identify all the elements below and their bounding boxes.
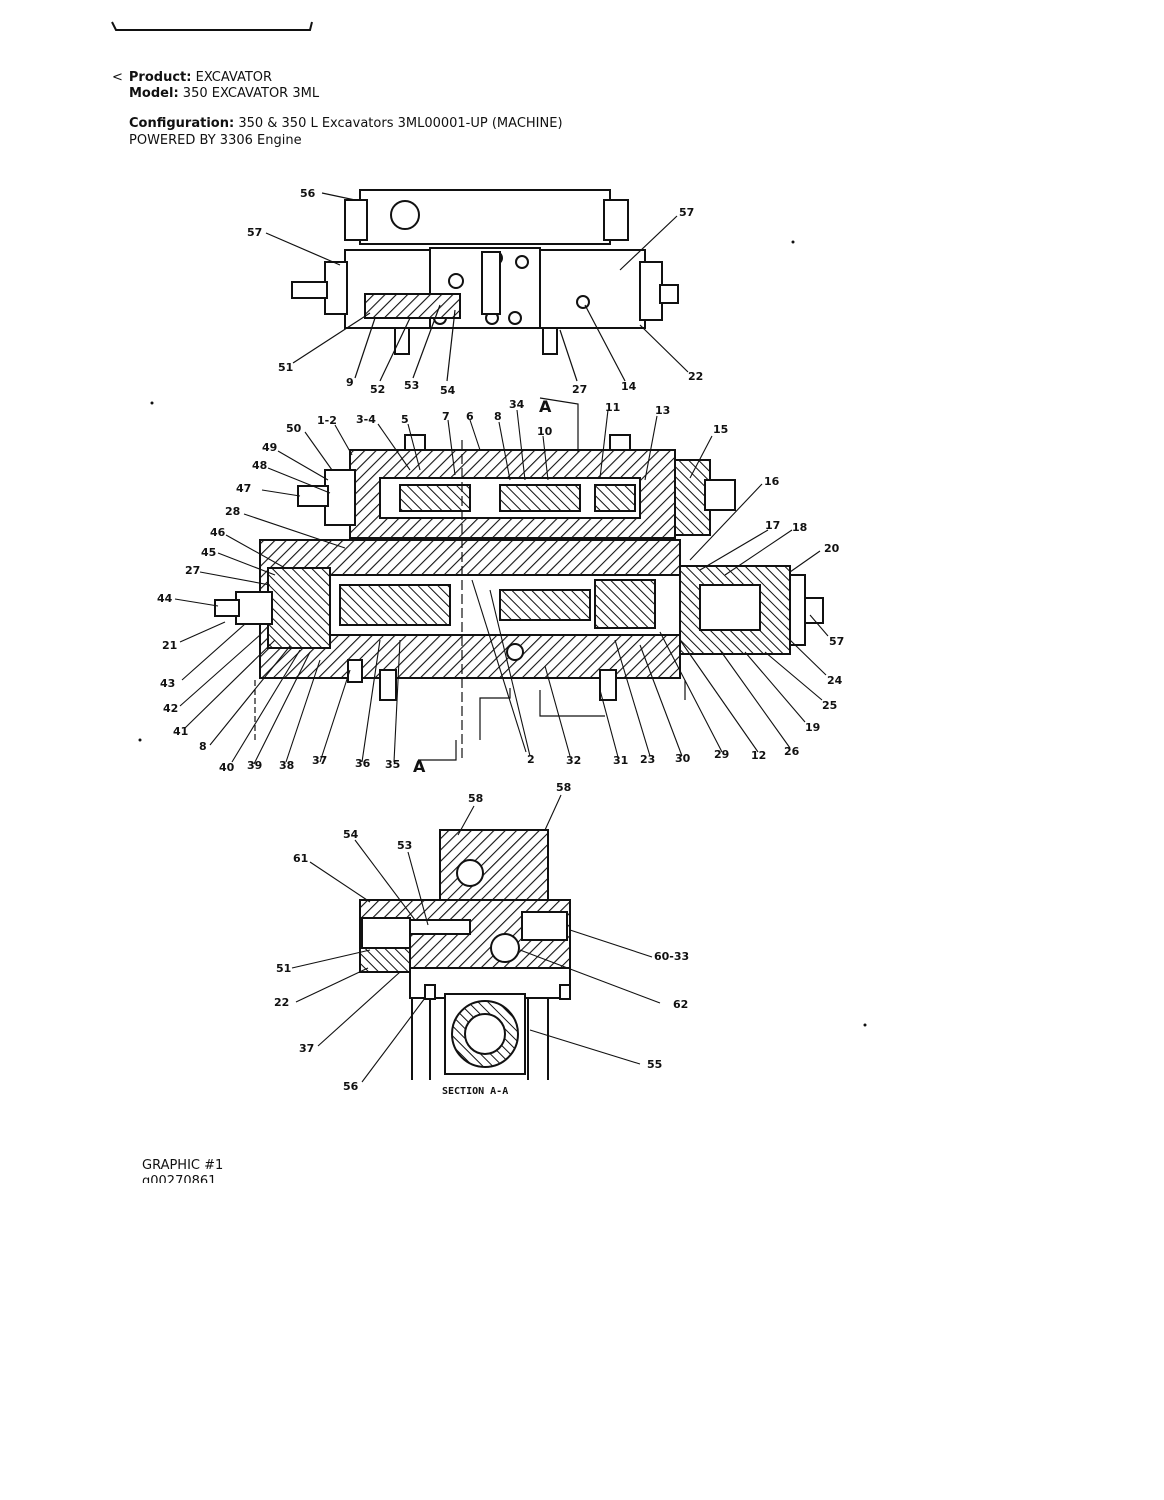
top-view-leaders xyxy=(265,192,689,382)
callout-42: 42 xyxy=(163,702,178,715)
callout-54: 54 xyxy=(343,828,359,841)
back-arrow-icon[interactable]: < xyxy=(112,70,123,85)
section-caption: SECTION A-A xyxy=(442,1086,508,1097)
callout-27: 27 xyxy=(185,564,200,577)
callout-61: 61 xyxy=(293,852,308,865)
config-value: 350 & 350 L Excavators 3ML00001-UP (MACH… xyxy=(238,116,563,131)
callout-8: 8 xyxy=(199,740,207,753)
callout-53: 53 xyxy=(397,839,412,852)
callout-50: 50 xyxy=(286,422,302,435)
callout-55: 55 xyxy=(647,1058,662,1071)
callout-43: 43 xyxy=(160,677,175,690)
callout-26: 26 xyxy=(784,745,800,758)
callout-35: 35 xyxy=(385,758,400,771)
callout-6: 6 xyxy=(466,410,474,423)
callout-31: 31 xyxy=(613,754,628,767)
callout-27: 27 xyxy=(572,383,587,396)
callout-38: 38 xyxy=(279,759,294,772)
callout-24: 24 xyxy=(827,674,843,687)
header-powered: POWERED BY 3306 Engine xyxy=(129,133,302,148)
callout-52: 52 xyxy=(370,383,385,396)
callout-16: 16 xyxy=(764,475,780,488)
callout-37: 37 xyxy=(299,1042,314,1055)
callout-22: 22 xyxy=(274,996,289,1009)
callout-29: 29 xyxy=(714,748,729,761)
callout-17: 17 xyxy=(765,519,780,532)
graphic-label: GRAPHIC #1 xyxy=(142,1158,224,1173)
top-view xyxy=(291,189,679,355)
config-label: Configuration: xyxy=(129,116,235,131)
callout-25: 25 xyxy=(822,699,837,712)
callout-5: 5 xyxy=(401,413,409,426)
section-view-lines xyxy=(411,998,549,1080)
callout-57: 57 xyxy=(679,206,694,219)
middle-view-lines xyxy=(254,397,686,761)
callout-20: 20 xyxy=(824,542,840,555)
product-value: EXCAVATOR xyxy=(195,70,273,85)
callout-9: 9 xyxy=(346,376,354,389)
section-marker-a: A xyxy=(539,397,552,416)
callout-40: 40 xyxy=(219,761,235,774)
header-configuration: Configuration: 350 & 350 L Excavators 3M… xyxy=(129,116,563,131)
callout-12: 12 xyxy=(751,749,766,762)
middle-view-leaders xyxy=(174,409,829,765)
callout-37: 37 xyxy=(312,754,327,767)
callout-34: 34 xyxy=(509,398,525,411)
callout-47: 47 xyxy=(236,482,251,495)
callout-53: 53 xyxy=(404,379,419,392)
callout-45: 45 xyxy=(201,546,216,559)
callout-46: 46 xyxy=(210,526,226,539)
callout-7: 7 xyxy=(442,410,450,423)
callout-62: 62 xyxy=(673,998,688,1011)
callout-49: 49 xyxy=(262,441,277,454)
header-model: Model: 350 EXCAVATOR 3ML xyxy=(129,86,319,101)
header-product: < Product: EXCAVATOR xyxy=(112,70,272,85)
callout-39: 39 xyxy=(247,759,262,772)
callout-30: 30 xyxy=(675,752,691,765)
callout-13: 13 xyxy=(655,404,670,417)
callout-23: 23 xyxy=(640,753,655,766)
callout-3-4: 3-4 xyxy=(356,413,376,426)
callout-41: 41 xyxy=(173,725,188,738)
callout-48: 48 xyxy=(252,459,267,472)
callout-1-2: 1-2 xyxy=(317,414,337,427)
middle-view xyxy=(214,434,824,701)
section-view-leaders xyxy=(291,794,661,1083)
callout-44: 44 xyxy=(157,592,173,605)
callout-21: 21 xyxy=(162,639,177,652)
callout-36: 36 xyxy=(355,757,371,770)
callout-57: 57 xyxy=(829,635,844,648)
callout-56: 56 xyxy=(343,1080,359,1093)
graphic-code: g00270861 xyxy=(142,1174,217,1183)
callout-14: 14 xyxy=(621,380,637,393)
callout-18: 18 xyxy=(792,521,807,534)
model-label: Model: xyxy=(129,86,179,101)
callout-32: 32 xyxy=(566,754,581,767)
callout-60-33: 60-33 xyxy=(654,950,689,963)
section-view xyxy=(359,829,571,1075)
section-marker-a: A xyxy=(413,757,426,776)
callout-54: 54 xyxy=(440,384,456,397)
callout-22: 22 xyxy=(688,370,703,383)
model-value: 350 EXCAVATOR 3ML xyxy=(182,86,320,101)
callout-8: 8 xyxy=(494,410,502,423)
product-label: Product: xyxy=(128,70,192,85)
callout-58: 58 xyxy=(468,792,483,805)
callout-11: 11 xyxy=(605,401,620,414)
callout-15: 15 xyxy=(713,423,728,436)
callout-57: 57 xyxy=(247,226,262,239)
callout-51: 51 xyxy=(276,962,291,975)
callout-10: 10 xyxy=(537,425,553,438)
callout-2: 2 xyxy=(527,753,535,766)
callout-51: 51 xyxy=(278,361,293,374)
callout-19: 19 xyxy=(805,721,820,734)
callout-58: 58 xyxy=(556,781,571,794)
callout-56: 56 xyxy=(300,187,316,200)
callout-28: 28 xyxy=(225,505,240,518)
